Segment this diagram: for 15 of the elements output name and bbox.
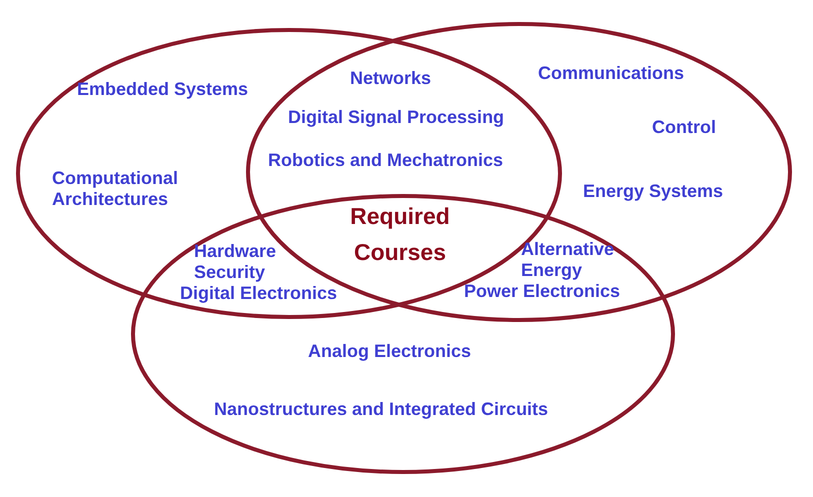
region-title: Required Courses [349,202,451,267]
course-label: Digital Signal Processing [288,107,504,128]
course-label: Hardware Security [194,241,278,283]
course-label: Communications [538,63,684,84]
course-label: Power Electronics [464,281,620,302]
course-label: Control [652,117,716,138]
course-label: Embedded Systems [77,79,248,100]
course-label: Alternative Energy [521,239,616,281]
course-label: Robotics and Mechatronics [268,150,504,171]
course-label: Nanostructures and Integrated Circuits [214,399,548,420]
course-label: Digital Electronics [180,283,338,304]
course-label: Computational Architectures [52,168,179,210]
course-label: Analog Electronics [308,341,472,362]
course-label: Networks [350,68,432,89]
course-label: Energy Systems [583,181,724,202]
